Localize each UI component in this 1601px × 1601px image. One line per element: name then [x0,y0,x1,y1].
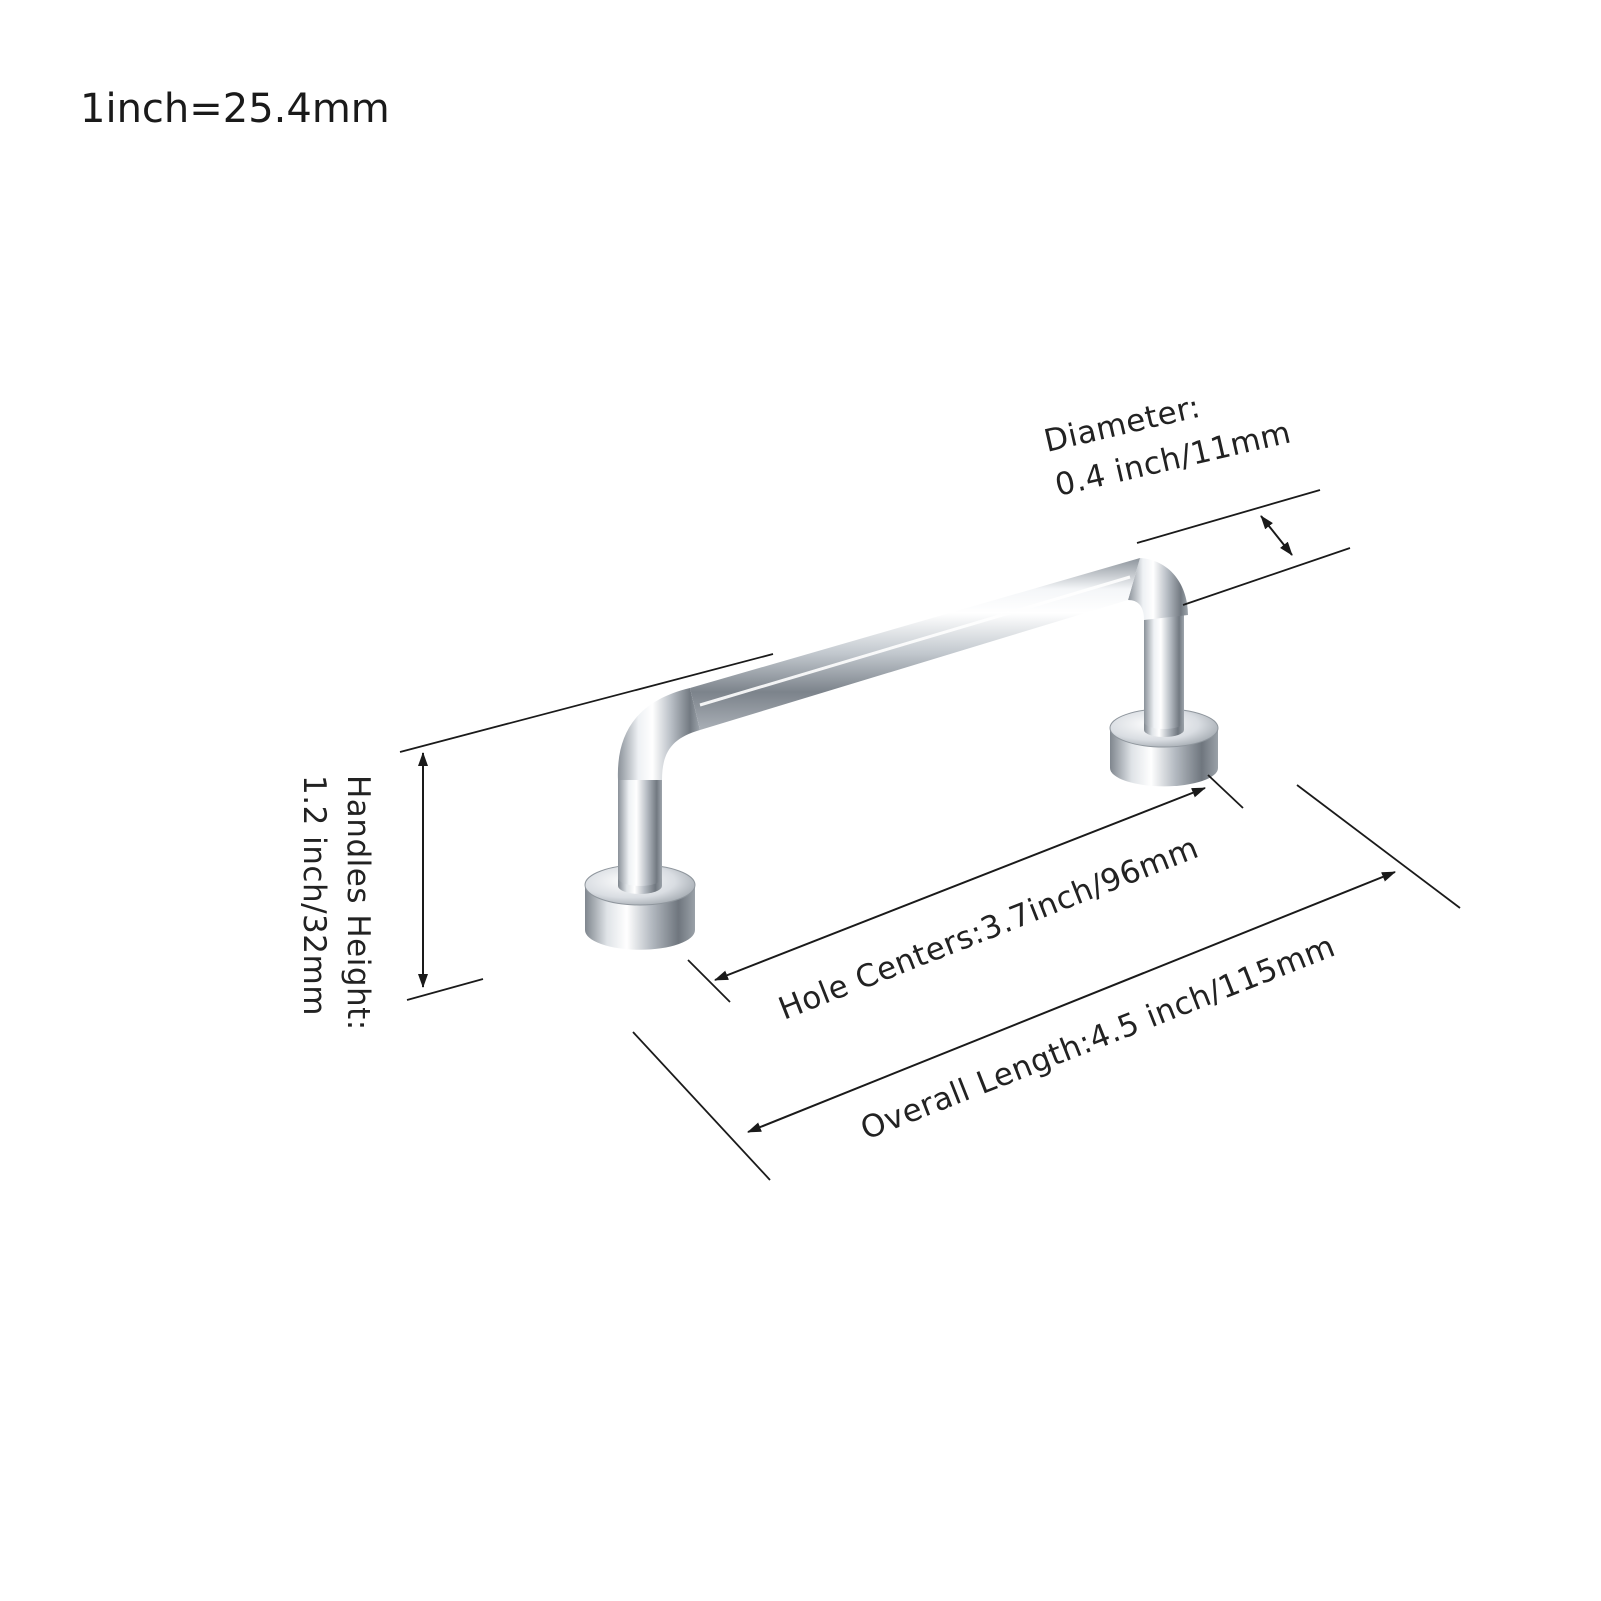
height-value: 1.2 inch/32mm [296,775,332,1016]
left-leg [618,770,662,886]
right-bend [1128,558,1188,620]
right-leg [1144,615,1184,729]
scale-note: 1inch=25.4mm [80,86,390,132]
left-bend [617,688,700,780]
height-label: Handles Height: [340,775,376,1031]
height-dimension: Handles Height: 1.2 inch/32mm [296,653,774,1031]
top-bar [690,558,1140,730]
hole-centers-label: Hole Centers:3.7inch/96mm [774,830,1204,1028]
hole-centers-dimension: Hole Centers:3.7inch/96mm [687,774,1244,1028]
overall-length-dimension: Overall Length:4.5 inch/115mm [632,784,1461,1181]
cabinet-handle-illustration [584,558,1219,950]
diameter-dimension: Diameter: 0.4 inch/11mm [1041,389,1351,606]
